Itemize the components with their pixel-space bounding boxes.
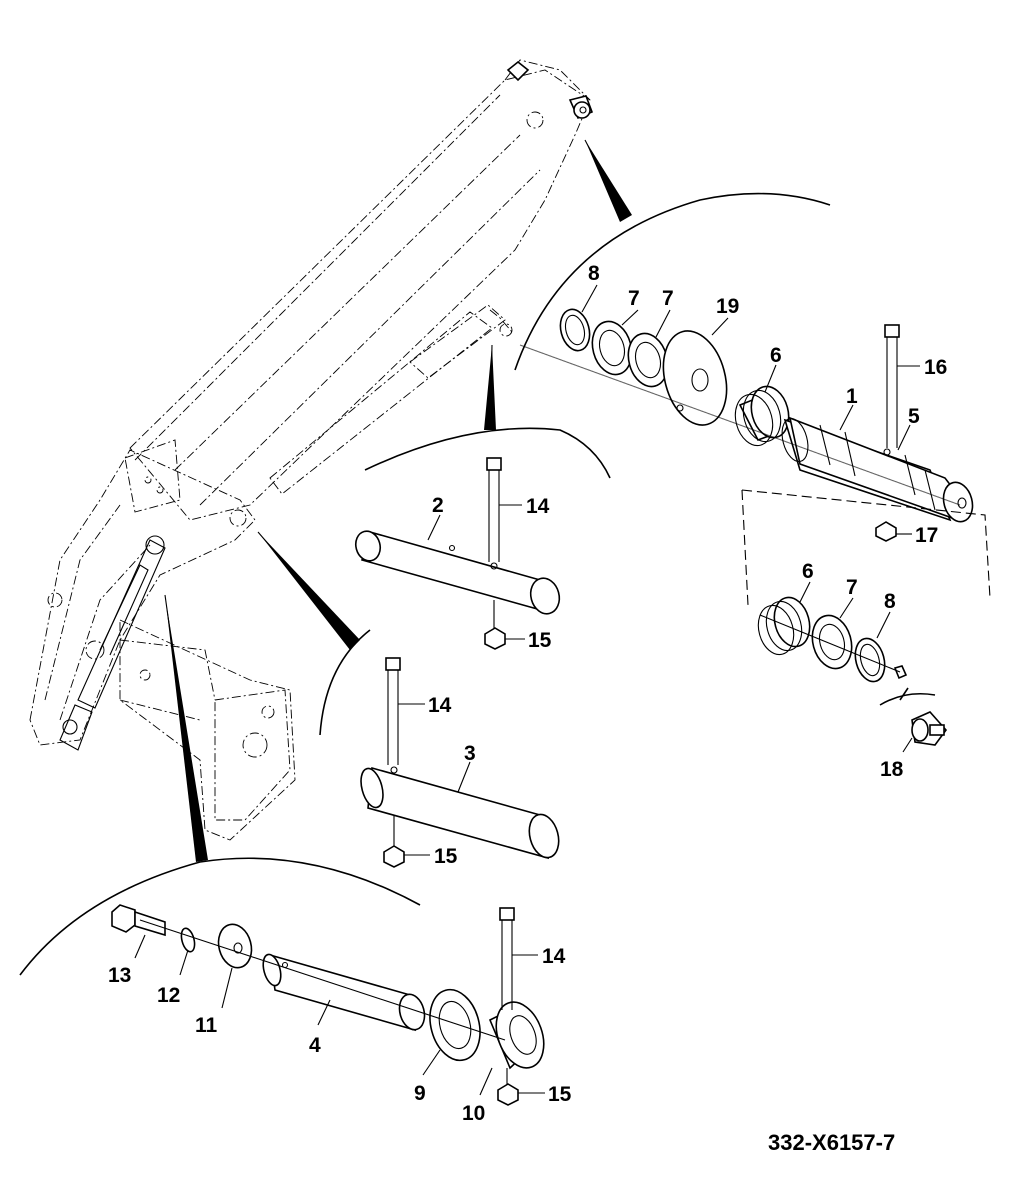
callout-12: 12 [157,984,180,1007]
callout-7: 7 [662,287,674,310]
pin-4-assembly [111,904,545,1106]
callout-8: 8 [588,262,600,285]
callout-3: 3 [464,742,476,765]
pin-1-lower-components [757,596,948,746]
callout-5: 5 [908,405,920,428]
boom-top-pin [506,60,594,120]
callout-1: 1 [846,385,858,408]
callout-6: 6 [802,560,814,583]
callout-8: 8 [884,590,896,613]
callout-labels: 8 7 7 19 6 1 16 5 17 6 7 8 18 2 14 15 14… [108,262,947,1125]
pin-1-assembly [519,308,991,606]
callout-11: 11 [195,1014,218,1037]
pin-2-assembly [354,457,561,650]
callout-15: 15 [548,1083,572,1106]
callout-14: 14 [542,945,566,968]
callout-7: 7 [846,576,858,599]
callout-4: 4 [309,1034,321,1057]
detail-pointers [164,139,632,862]
upper-cylinder-outline [269,304,513,495]
callout-2: 2 [432,494,444,517]
callout-14: 14 [526,495,550,518]
callout-16: 16 [924,356,947,379]
boom-assembly-outline [29,59,591,841]
callout-15: 15 [434,845,458,868]
detail-arcs [19,192,936,976]
callout-19: 19 [716,295,739,318]
pin-3-assembly [360,657,560,868]
callout-6: 6 [770,344,782,367]
drawing-number: 332-X6157-7 [768,1130,895,1155]
callout-13: 13 [108,964,131,987]
lower-cylinder-outline [59,535,166,751]
callout-10: 10 [462,1102,485,1125]
callout-7: 7 [628,287,640,310]
callout-14: 14 [428,694,452,717]
callout-15: 15 [528,629,552,652]
callout-9: 9 [414,1082,426,1105]
callout-leaders [134,284,920,1096]
callout-17: 17 [915,524,938,547]
callout-18: 18 [880,758,904,781]
